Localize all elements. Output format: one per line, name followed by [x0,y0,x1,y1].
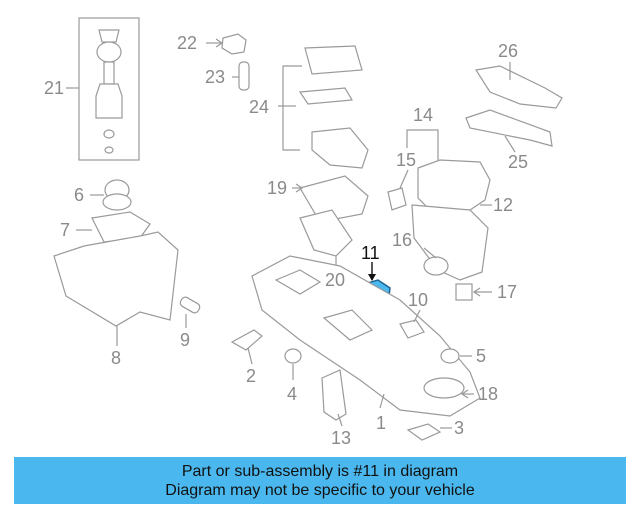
callout-7: 7 [60,220,70,240]
callout-14: 14 [413,105,433,125]
callout-20: 20 [325,270,345,290]
callout-11: 11 [361,243,380,263]
part-12-console-box[interactable] [411,204,492,281]
banner-line-1: Part or sub-assembly is #11 in diagram [181,462,459,480]
part-6-cup-holder-insert[interactable] [90,179,132,211]
callout-13: 13 [331,428,351,448]
part-26-armrest-cover[interactable] [475,62,563,109]
banner-line-2: Diagram may not be specific to your vehi… [165,481,475,499]
part-9-bolt[interactable] [179,296,201,328]
callout-5: 5 [476,346,486,366]
callout-17: 17 [497,282,517,302]
callout-2: 2 [246,366,256,386]
callout-22: 22 [177,33,197,53]
part-7-cup-holder-mat[interactable] [76,211,151,243]
part-24-shift-panel-group[interactable] [278,45,369,169]
part-18-cup-ring[interactable] [460,389,474,399]
part-14-console-lid[interactable] [406,129,491,211]
part-16-cup-holder[interactable] [423,247,449,276]
callout-21: 21 [44,78,64,98]
callout-9: 9 [180,330,190,350]
callout-23: 23 [205,67,225,87]
parts-diagram: 1 2 3 4 5 6 7 8 9 10 11 12 13 14 15 16 1… [44,17,563,448]
callout-8: 8 [111,348,121,368]
callout-12: 12 [493,195,513,215]
callout-24: 24 [249,97,269,117]
part-17-clip[interactable] [455,283,492,301]
part-21-shift-knob-assembly[interactable] [66,17,140,161]
part-20-trim-plate[interactable] [299,209,353,268]
callout-1: 1 [376,413,386,433]
callout-26: 26 [498,41,518,61]
part-22-bulb-socket[interactable] [206,33,247,55]
callout-16: 16 [392,230,412,250]
part-1-center-console[interactable] [251,255,481,417]
part-23-pin[interactable] [232,61,250,91]
part-3-cover[interactable] [406,423,452,441]
info-banner: Part or sub-assembly is #11 in diagram D… [14,457,626,504]
callout-15: 15 [396,150,416,170]
part-8-rear-console-panel[interactable] [53,231,179,346]
callout-18: 18 [478,384,498,404]
callout-labels: 1 2 3 4 5 6 7 8 9 10 11 12 13 14 15 16 1… [44,33,528,448]
part-13-support-bracket[interactable] [321,369,347,427]
callout-19: 19 [267,178,287,198]
part-25-hinge[interactable] [465,109,553,153]
part-4-knob[interactable] [284,348,302,380]
callout-10: 10 [408,290,428,310]
callout-3: 3 [454,418,464,438]
part-10-trim-strip[interactable] [399,309,425,339]
part-2-bracket[interactable] [230,329,263,365]
callout-6: 6 [74,185,84,205]
part-5-cap[interactable] [440,348,472,364]
callout-25: 25 [508,152,528,172]
part-15-console-trim[interactable] [387,169,409,211]
callout-4: 4 [287,384,297,404]
